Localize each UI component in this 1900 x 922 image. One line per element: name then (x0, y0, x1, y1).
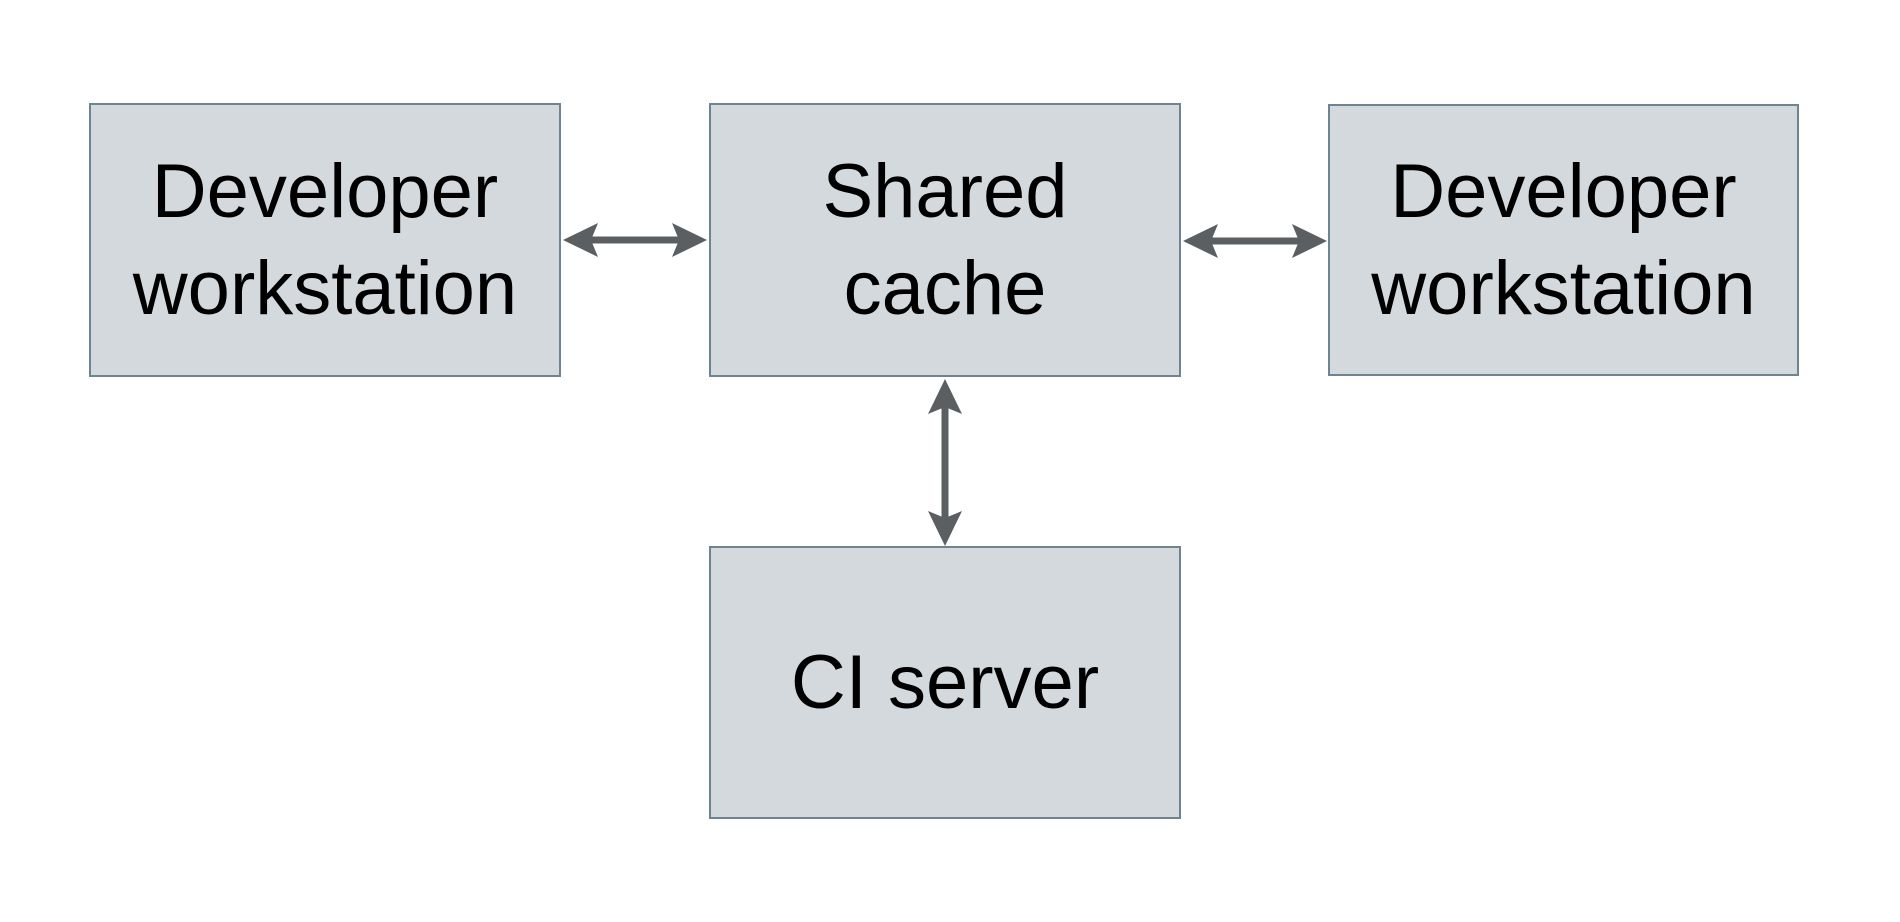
node-label-line: workstation (1371, 246, 1756, 331)
node-developer-workstation-left: Developer workstation (89, 103, 561, 377)
edge-shared-cache-right-workstation (1183, 224, 1327, 258)
node-shared-cache: Shared cache (709, 103, 1181, 377)
edge-shared-cache-ci-server (928, 379, 962, 546)
node-developer-workstation-right: Developer workstation (1328, 104, 1799, 376)
arrowhead-up (928, 379, 962, 414)
node-label-line: cache (843, 246, 1047, 331)
node-label-line: Developer (1390, 148, 1737, 234)
arrowhead-right (1292, 224, 1327, 258)
edge-left-workstation-shared-cache (563, 223, 707, 257)
node-label-line: CI server (790, 639, 1100, 725)
arrowhead-left (1183, 224, 1218, 258)
node-ci-server: CI server (709, 546, 1181, 819)
arrowhead-left (563, 223, 598, 257)
arrowhead-right (672, 223, 707, 257)
node-label-line: Shared (822, 148, 1068, 234)
node-label-line: workstation (132, 246, 518, 331)
node-label-line: Developer (151, 148, 499, 234)
arrowhead-down (928, 511, 962, 546)
